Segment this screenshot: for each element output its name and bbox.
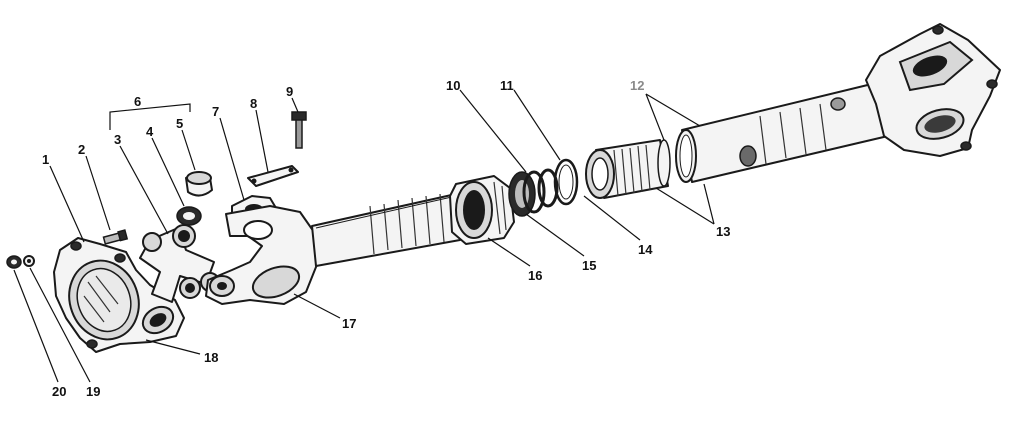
- part-8-lock-plate: [247, 165, 299, 187]
- part-9-bolt: [291, 111, 307, 149]
- label-3: 3: [114, 132, 121, 147]
- label-11: 11: [500, 78, 514, 93]
- label-12: 12: [630, 78, 644, 93]
- label-17: 17: [342, 316, 356, 331]
- part-20-nut: [6, 255, 22, 269]
- label-19: 19: [86, 384, 100, 399]
- label-5: 5: [176, 116, 183, 131]
- label-16: 16: [528, 268, 542, 283]
- part-11-ring: [553, 158, 579, 206]
- part-17-slip-yoke: [205, 193, 461, 305]
- part-13-end-yoke: [865, 23, 1001, 157]
- label-9: 9: [286, 84, 293, 99]
- label-18: 18: [204, 350, 218, 365]
- label-8: 8: [250, 96, 257, 111]
- label-2: 2: [78, 142, 85, 157]
- label-13: 13: [716, 224, 730, 239]
- part-4-seal-ring: [176, 206, 202, 226]
- part-16-nut: [449, 175, 515, 245]
- part-10-ring: [537, 168, 559, 208]
- label-6: 6: [134, 94, 141, 109]
- label-10: 10: [446, 78, 460, 93]
- label-15: 15: [582, 258, 596, 273]
- part-2-bolt: [102, 229, 129, 245]
- label-4: 4: [146, 124, 154, 139]
- label-20: 20: [52, 384, 66, 399]
- part-number-labels: 1 2 3 4 5 6 7 8 9 10 11 12 13 14 15 16 1…: [42, 78, 730, 399]
- label-1: 1: [42, 152, 49, 167]
- part-12-tube: [675, 81, 889, 183]
- label-7: 7: [212, 104, 219, 119]
- part-5-bearing-cup: [185, 171, 213, 197]
- label-14: 14: [638, 242, 653, 257]
- part-14-spline-sleeve: [585, 139, 671, 199]
- part-15-felt-seal: [508, 170, 546, 217]
- part-19-washer: [23, 255, 35, 267]
- leader-lines: [13, 89, 715, 383]
- part-18-flange-yoke: [53, 237, 185, 353]
